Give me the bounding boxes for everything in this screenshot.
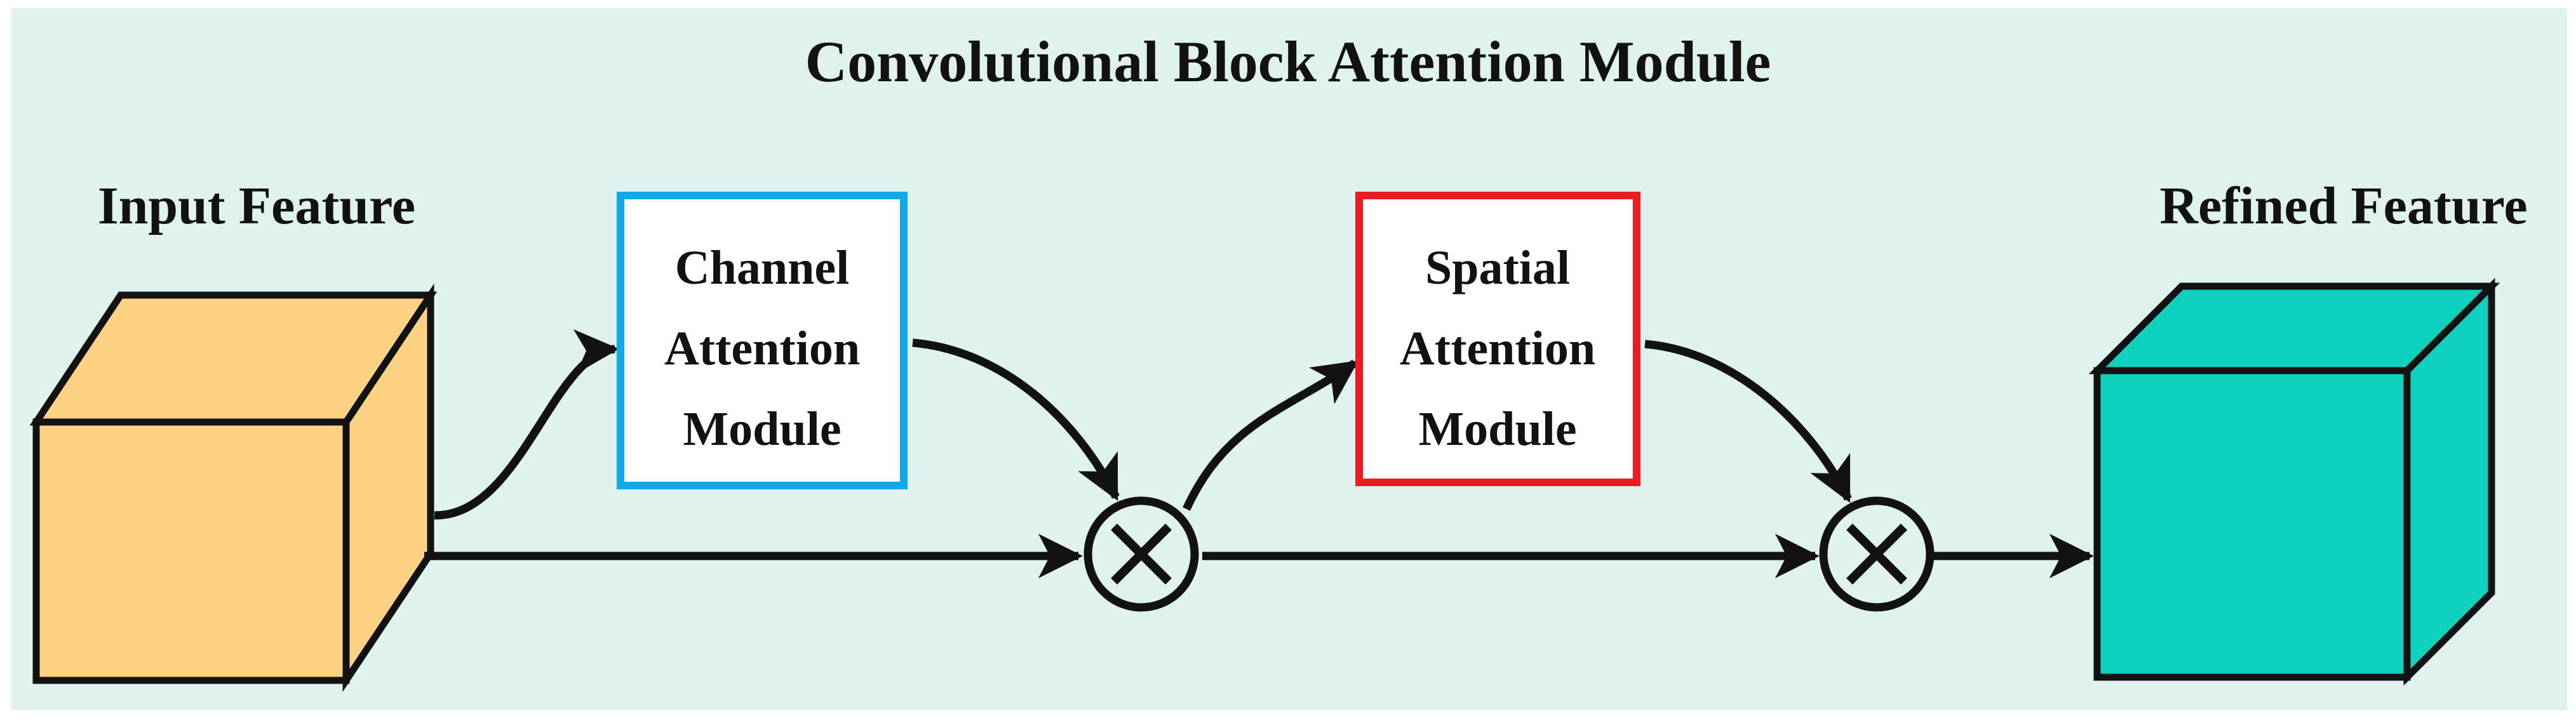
spatial-attention-module: Spatial Attention Module: [1355, 192, 1640, 486]
input-cube-front-face: [32, 418, 350, 684]
diagram-title: Convolutional Block Attention Module: [805, 29, 1771, 94]
channel-module-label-line1: Channel: [675, 241, 850, 294]
flow-arrows: [424, 329, 2095, 579]
spatial-module-label-line1: Spatial: [1425, 241, 1570, 294]
refined-feature-cube: [2088, 277, 2500, 686]
input-feature-cube: [29, 283, 438, 692]
input-feature-label: Input Feature: [98, 176, 415, 235]
channel-module-label-line2: Attention: [664, 322, 860, 375]
arrow-channel-module-to-multiply-1: [912, 338, 1120, 501]
multiply-2-x-stroke-b: [1846, 524, 1907, 585]
arrow-input-to-channel-module: [434, 329, 620, 520]
spatial-module-label-line2: Attention: [1400, 322, 1595, 375]
arrow-multiply-1-to-spatial-module: [1183, 359, 1358, 511]
spatial-module-box: [1355, 192, 1640, 486]
multiply-1-x-stroke-b: [1111, 524, 1172, 585]
spatial-module-label-line3: Module: [1418, 402, 1576, 456]
channel-module-box: [617, 192, 908, 489]
refined-cube-front-face: [2093, 367, 2411, 681]
multiply-operator-2-icon: [1819, 496, 1935, 612]
channel-module-label-line3: Module: [683, 402, 841, 456]
arrow-spatial-module-to-multiply-2: [1644, 340, 1852, 503]
multiply-operator-1-icon: [1083, 496, 1199, 612]
refined-feature-label: Refined Feature: [2159, 176, 2527, 235]
channel-attention-module: Channel Attention Module: [617, 192, 908, 489]
